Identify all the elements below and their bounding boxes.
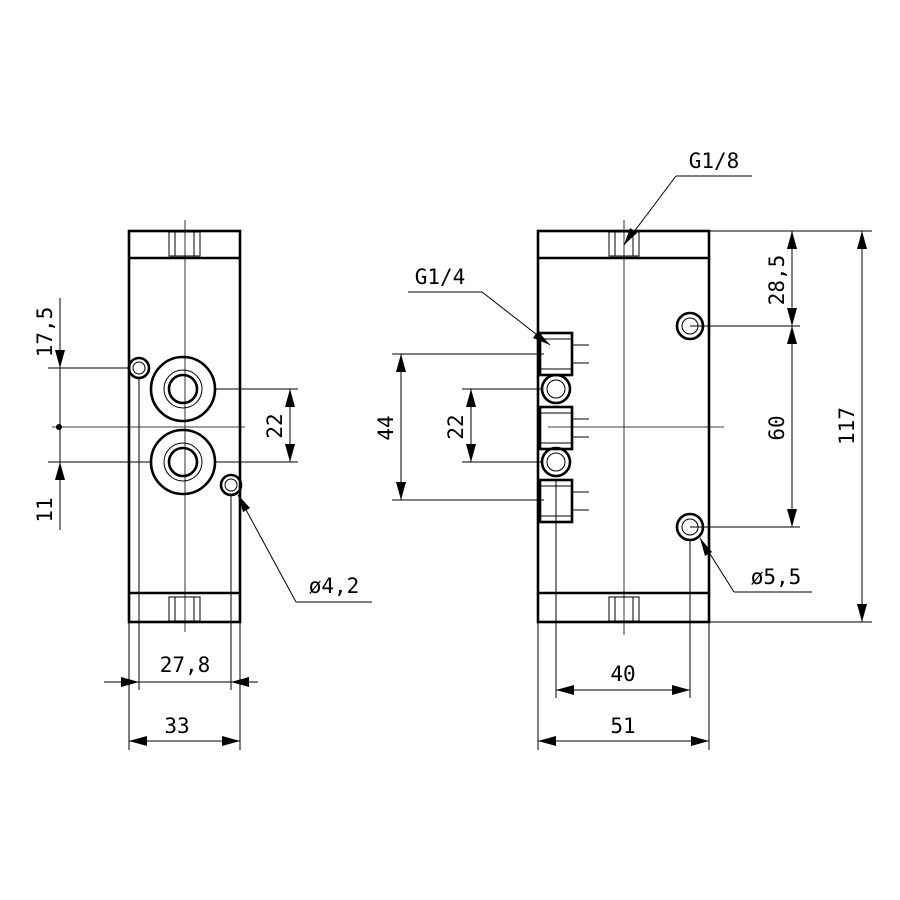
dim-bottom-offset: 11 [33,497,57,522]
side-upper-port-fitting [538,331,589,377]
side-lower-round-port [540,446,572,478]
dim-port-inner-spacing: 22 [444,414,468,439]
dim-hole-span: 40 [610,662,635,686]
dim-width: 33 [164,714,189,738]
front-upper-port [149,355,217,423]
dim-pilot-thread: G1/8 [689,149,740,173]
dim-hole-offset: 28,5 [765,255,789,306]
front-mounting-hole-upper [127,356,151,380]
dim-width-side: 51 [610,714,635,738]
front-view: 17,5 11 22 ø4,2 27,8 33 [33,220,372,750]
dim-port-outer-spacing: 44 [374,415,398,440]
dim-port-spacing: 22 [263,413,287,438]
dim-length: 117 [835,407,859,445]
front-view-body [127,229,242,624]
dim-hole-diameter: ø4,2 [309,574,360,598]
front-mounting-hole-lower [219,473,243,497]
side-view-body [536,229,711,624]
dim-hole-spacing: 27,8 [160,653,211,677]
dim-hole-spacing-side: 60 [765,415,789,440]
side-upper-round-port [540,373,572,405]
front-bottom-pilot-port [168,596,201,622]
front-top-pilot-port [168,231,201,257]
side-middle-port-fitting [538,405,589,451]
dim-hole-diameter-side: ø5,5 [751,565,802,589]
front-lower-port [149,428,217,496]
side-view: G1/8 G1/4 44 22 28,5 60 [374,149,872,750]
side-lower-port-fitting [538,478,589,524]
dim-top-offset: 17,5 [33,307,57,358]
dim-port-thread: G1/4 [415,265,466,289]
